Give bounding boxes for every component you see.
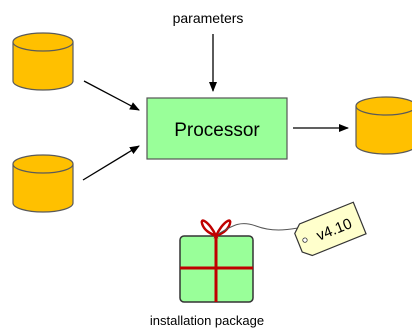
input-1-arrow — [83, 80, 140, 111]
input-database-cylinder-2 — [12, 154, 74, 213]
version-tag: v4.10 — [294, 201, 367, 257]
tag-string — [217, 223, 299, 235]
processor-label: Processor — [174, 120, 260, 141]
installation-package-label: installation package — [150, 313, 264, 328]
input-2-arrow — [82, 145, 140, 181]
parameters-label: parameters — [173, 10, 244, 26]
output-database-cylinder — [355, 96, 412, 155]
input-database-cylinder-1 — [12, 32, 74, 91]
gift-package-icon — [179, 219, 254, 303]
processor-box — [146, 97, 288, 160]
